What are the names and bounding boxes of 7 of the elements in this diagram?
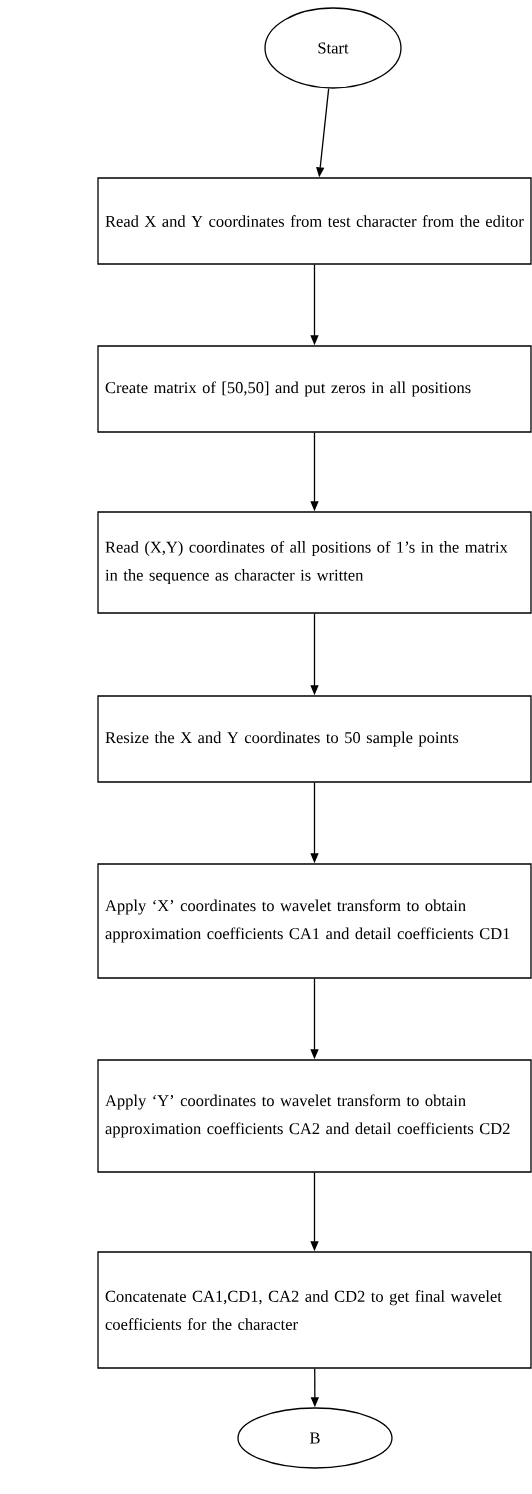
process-box: Resize the X and Y coordinates to 50 sample points (97, 695, 532, 783)
process-box: Apply ‘X’ coordinates to wavelet transform to obtain approximation coefficients CA1 and detail coefficients CD1 (97, 863, 532, 979)
process-box: Apply ‘Y’ coordinates to wavelet transform to obtain approximation coefficients CA2 and detail coefficients CD2 (97, 1059, 532, 1173)
process-box: Concatenate CA1,CD1, CA2 and CD2 to get final wavelet coefficients for the character (97, 1251, 532, 1369)
process-box: Read (X,Y) coordinates of all positions of 1’s in the matrix in the sequence as character is written (97, 511, 532, 614)
process-box: Read X and Y coordinates from test character from the editor (97, 177, 532, 265)
process-box: Create matrix of [50,50] and put zeros in all positions (97, 345, 532, 433)
